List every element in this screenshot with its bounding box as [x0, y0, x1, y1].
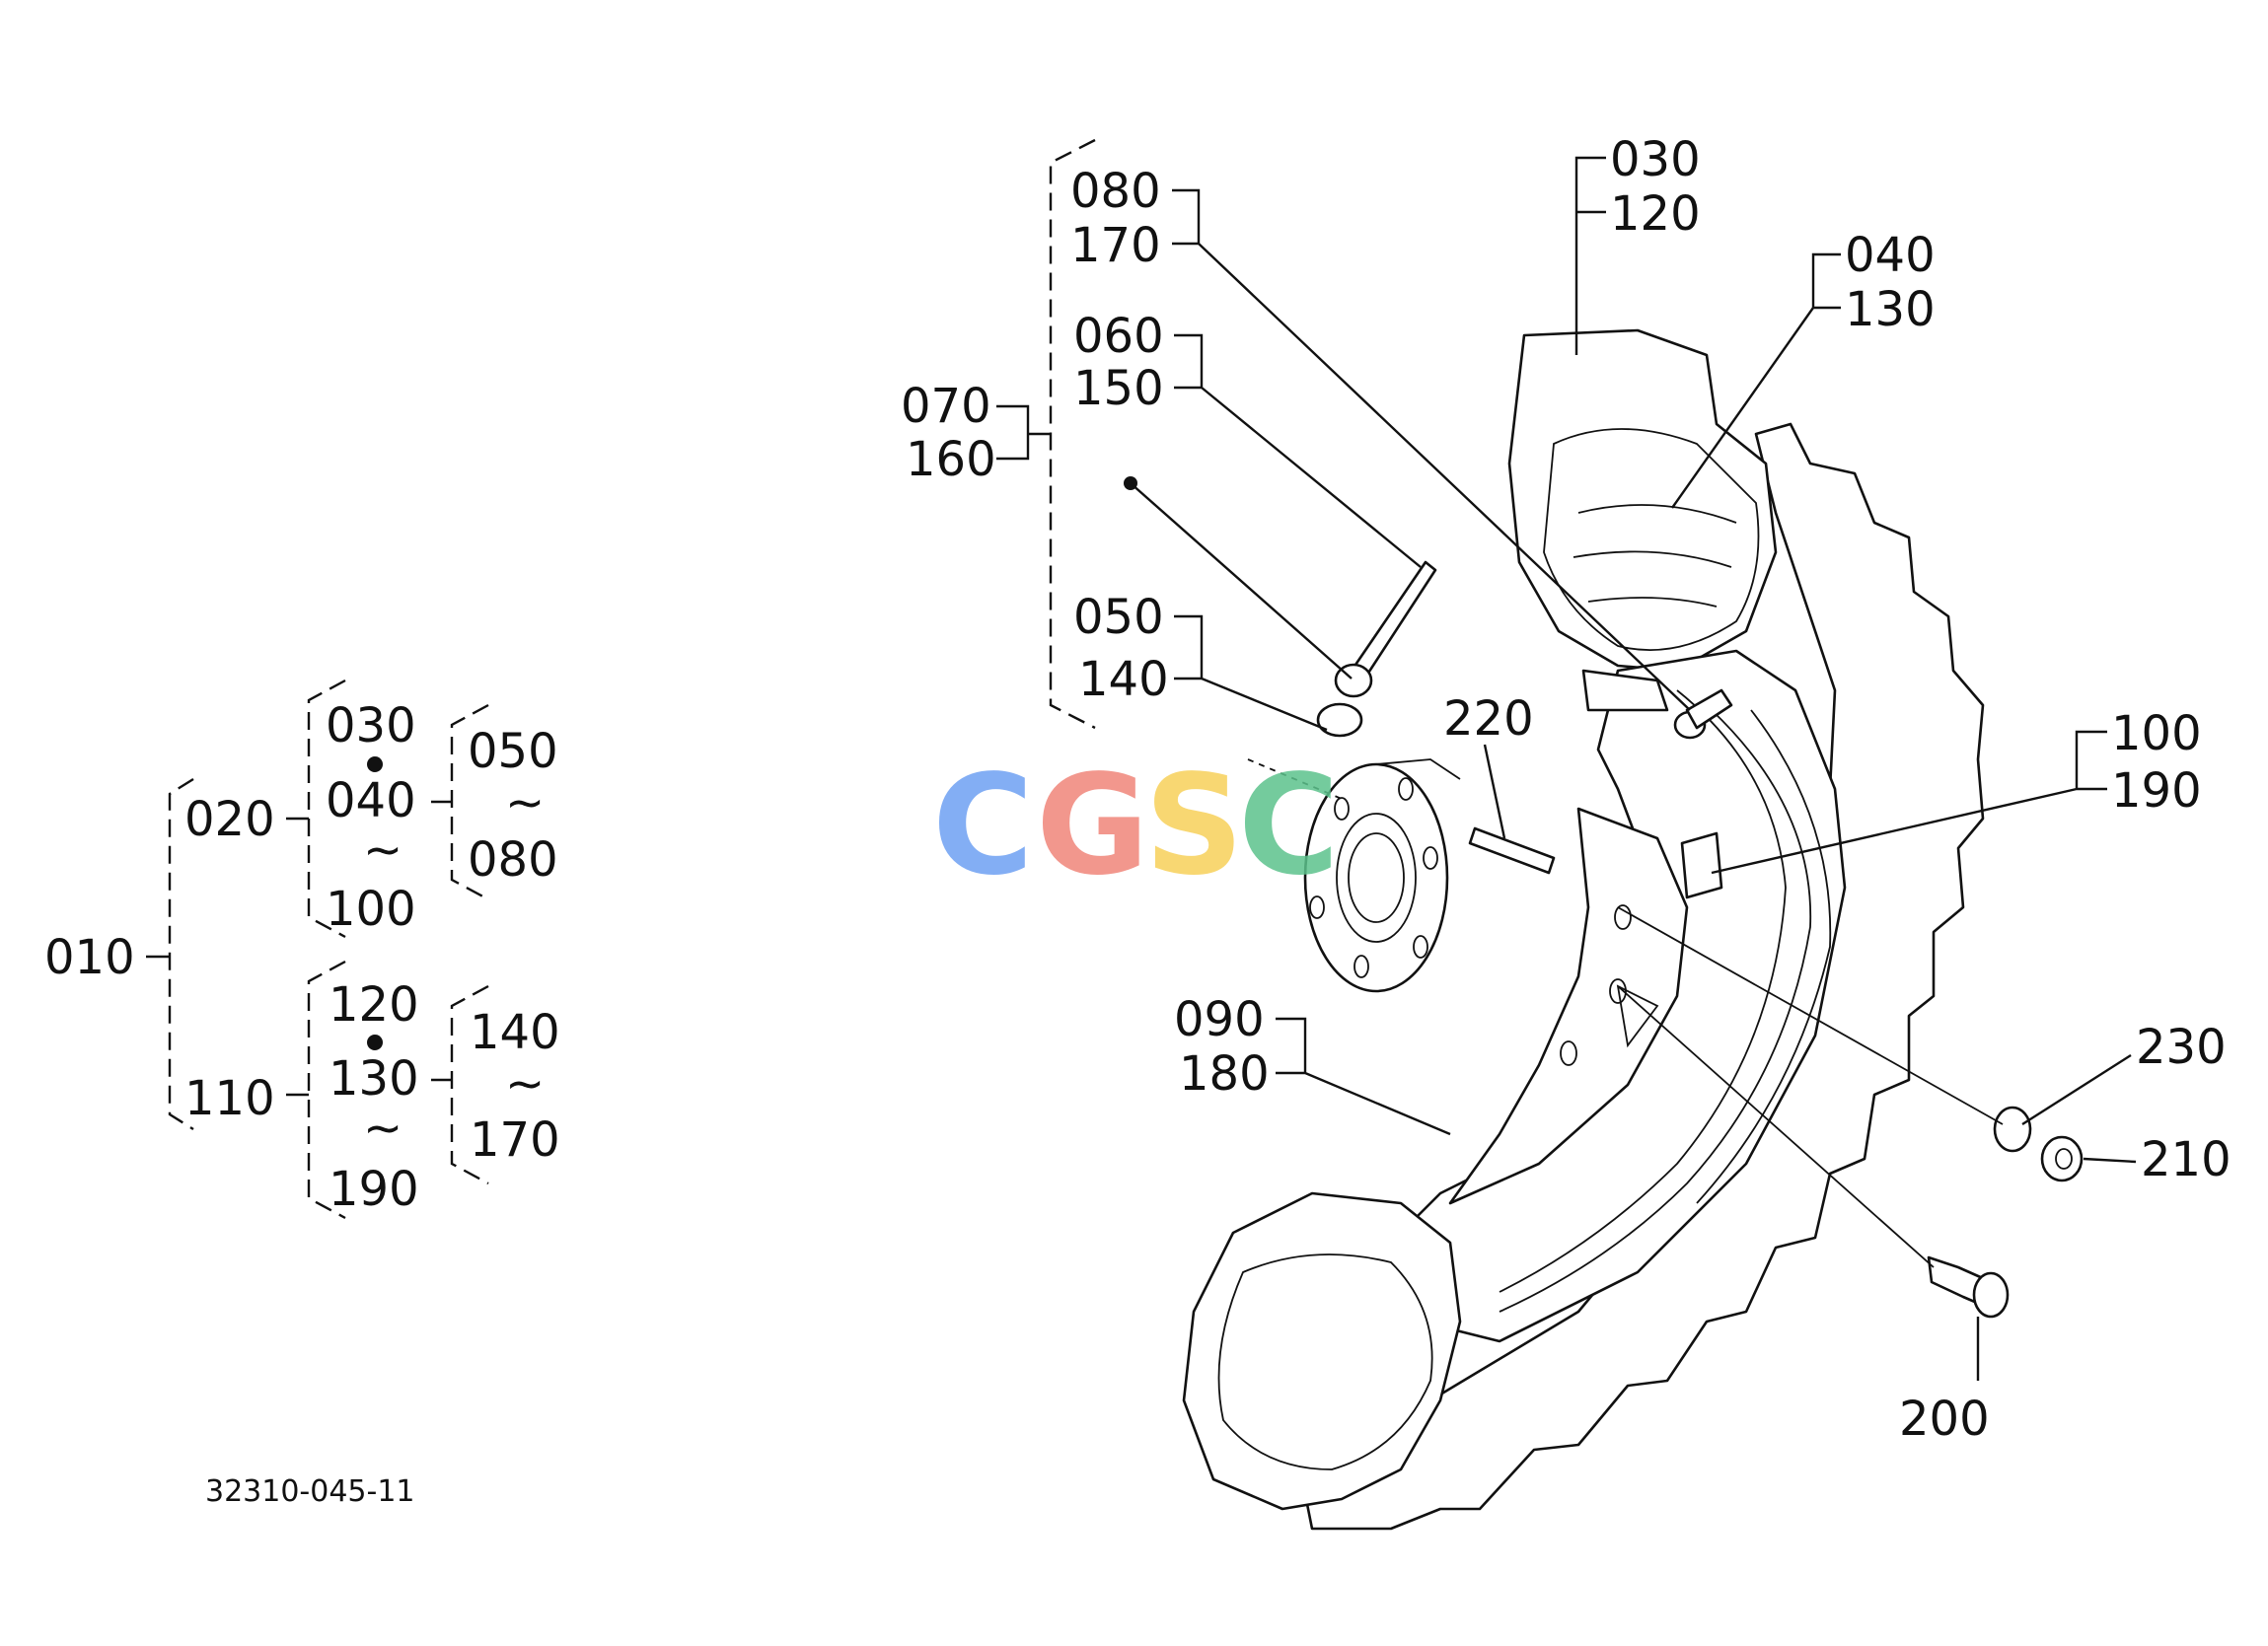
callout-090: 090	[1174, 992, 1265, 1047]
tire-upper-section	[1507, 328, 1778, 673]
callout-080: 080	[1070, 164, 1161, 219]
tire-lower-section	[1182, 1191, 1462, 1511]
lock-washer	[1993, 1106, 2032, 1153]
tree-group-020-range-top: 050	[468, 724, 558, 779]
callout-120: 120	[1610, 186, 1701, 242]
valve-stem	[1350, 560, 1437, 682]
valve-cap	[1316, 702, 1363, 738]
tree-group-020-range-bottom: 080	[468, 832, 558, 888]
callout-210: 210	[2141, 1132, 2231, 1187]
callout-200: 200	[1899, 1392, 1990, 1447]
flap-piece	[1581, 669, 1669, 712]
valve-block	[1680, 831, 1723, 899]
tree-group-020-sub-top: 030	[326, 698, 416, 753]
callout-190: 190	[2111, 763, 2202, 819]
tree-group-110-range-top: 140	[470, 1005, 560, 1060]
callout-220: 220	[1443, 691, 1534, 747]
callout-060: 060	[1073, 309, 1164, 364]
tree-group-020-code: 020	[184, 792, 275, 847]
tree-group-020-sub-bottom: 100	[326, 882, 416, 937]
callout-180: 180	[1179, 1046, 1270, 1102]
wheel-stud	[1468, 826, 1556, 875]
hex-nut	[2040, 1135, 2084, 1182]
tree-group-110-sub-top: 120	[329, 977, 419, 1033]
callout-150: 150	[1073, 361, 1164, 416]
tree-group-110-sub-second: 130	[329, 1051, 419, 1107]
tire-drawing	[1182, 328, 2084, 1531]
callout-040: 040	[1845, 228, 1936, 283]
tree-root-code: 010	[44, 930, 135, 985]
tree-group-110-range-bottom: 170	[470, 1112, 560, 1168]
watermark-letter-c2: C	[1238, 746, 1340, 906]
tree-group-110-range-tilde: ~	[505, 1056, 545, 1111]
callout-100: 100	[2111, 706, 2202, 761]
callout-070: 070	[901, 379, 991, 434]
part-tree: 010 020 030 040 ~ 100 050 ~ 080 110 120 …	[44, 679, 560, 1220]
callout-130: 130	[1845, 282, 1936, 337]
callout-030: 030	[1610, 132, 1701, 187]
callout-160: 160	[906, 432, 996, 487]
tree-group-110-sub-tilde: ~	[363, 1101, 402, 1156]
tree-group-020-range-tilde: ~	[505, 775, 545, 830]
watermark-letter-c1: C	[932, 746, 1034, 906]
callout-230: 230	[2136, 1020, 2227, 1075]
hub-disc	[1303, 758, 1461, 993]
tree-group-110-code: 110	[184, 1071, 275, 1126]
watermark-logo: C G S C	[932, 746, 1340, 906]
tree-group-020-sub-second: 040	[326, 773, 416, 828]
callouts: 030 120 040 130 080 170 060 150 070 160 …	[901, 132, 2231, 1447]
callout-050: 050	[1073, 590, 1164, 645]
callout-170: 170	[1070, 218, 1161, 273]
drawing-number: 32310-045-11	[205, 1474, 415, 1509]
tree-group-110-sub-bottom: 190	[329, 1162, 419, 1217]
watermark-letter-s: S	[1144, 746, 1244, 906]
callout-140: 140	[1078, 652, 1169, 707]
watermark-letter-g: G	[1036, 746, 1149, 906]
tree-group-020-sub-tilde: ~	[363, 823, 402, 878]
